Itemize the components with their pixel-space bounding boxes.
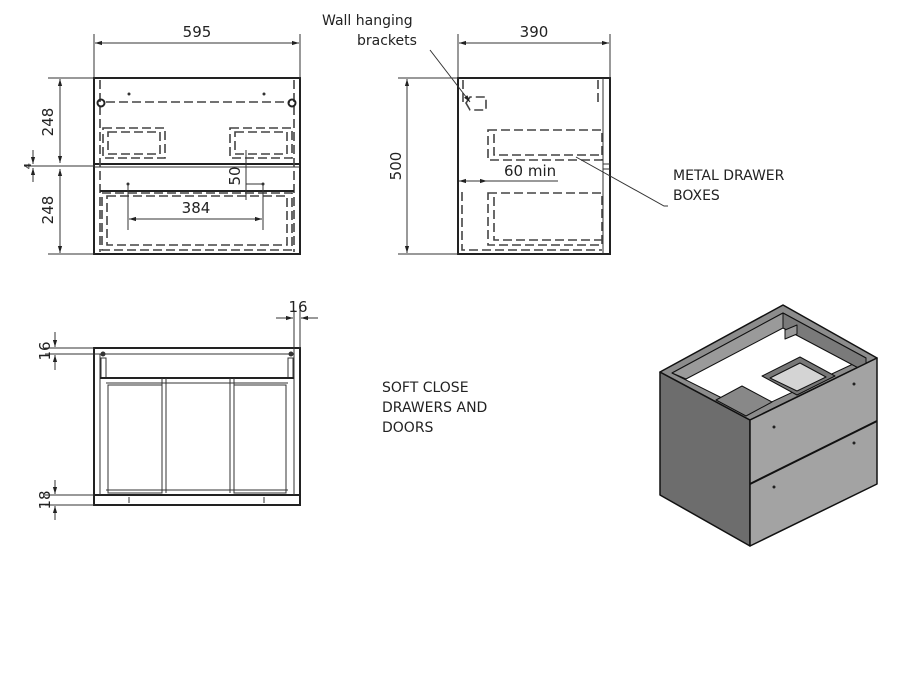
side-cabinet-outline xyxy=(457,77,611,255)
upper-drawer-height-dimension: 248 xyxy=(39,108,57,137)
top-panel-dimension: 16 xyxy=(36,341,54,360)
bracket-bolt-right xyxy=(287,98,297,108)
drawer-label-line2: BOXES xyxy=(673,188,720,204)
clearance-dimension: 60 min xyxy=(504,162,556,180)
plan-cabinet-outline xyxy=(93,347,301,506)
plan-view: 16 16 18 xyxy=(36,298,318,520)
wall-bracket-hidden xyxy=(465,96,487,111)
bracket-bolt-left xyxy=(96,98,106,108)
front-cabinet-outline xyxy=(93,77,301,255)
gap-dimension: 4 xyxy=(23,163,34,169)
upper-drawer-box-right xyxy=(229,127,293,159)
drawer-leader-line xyxy=(575,156,668,207)
isometric-view xyxy=(659,304,878,547)
front-view: 595 248 248 4 384 50 xyxy=(23,23,301,255)
plan-compartment-left xyxy=(107,384,163,494)
feature-notes: SOFT CLOSE DRAWERS AND DOORS xyxy=(382,380,487,436)
note-line2: DRAWERS AND xyxy=(382,400,487,416)
bracket-label-line2: brackets xyxy=(357,33,417,49)
side-panel-dimension: 16 xyxy=(288,298,307,316)
height-dimension: 500 xyxy=(387,152,405,181)
drawer-label-line1: METAL DRAWER xyxy=(673,168,785,184)
lower-drawer-box xyxy=(101,192,293,251)
depth-dimension: 390 xyxy=(520,23,549,41)
lower-drawer-height-dimension: 248 xyxy=(39,196,57,225)
upper-drawer-box-left xyxy=(102,127,166,159)
bracket-label-line1: Wall hanging xyxy=(322,13,413,29)
width-dimension: 595 xyxy=(183,23,212,41)
handle-spacing-dimension: 384 xyxy=(182,199,211,217)
note-line1: SOFT CLOSE xyxy=(382,380,469,396)
iso-drawer-split xyxy=(749,420,878,485)
lower-metal-drawer-box xyxy=(487,192,603,246)
base-panel-dimension: 18 xyxy=(36,490,54,509)
upper-metal-drawer-box xyxy=(487,129,603,161)
handle-offset-dimension: 50 xyxy=(226,166,244,185)
plan-compartment-right xyxy=(233,384,287,494)
side-view: 390 500 60 min Wall hanging brackets MET… xyxy=(322,13,785,255)
bracket-leader-line xyxy=(429,49,471,103)
note-line3: DOORS xyxy=(382,420,434,436)
